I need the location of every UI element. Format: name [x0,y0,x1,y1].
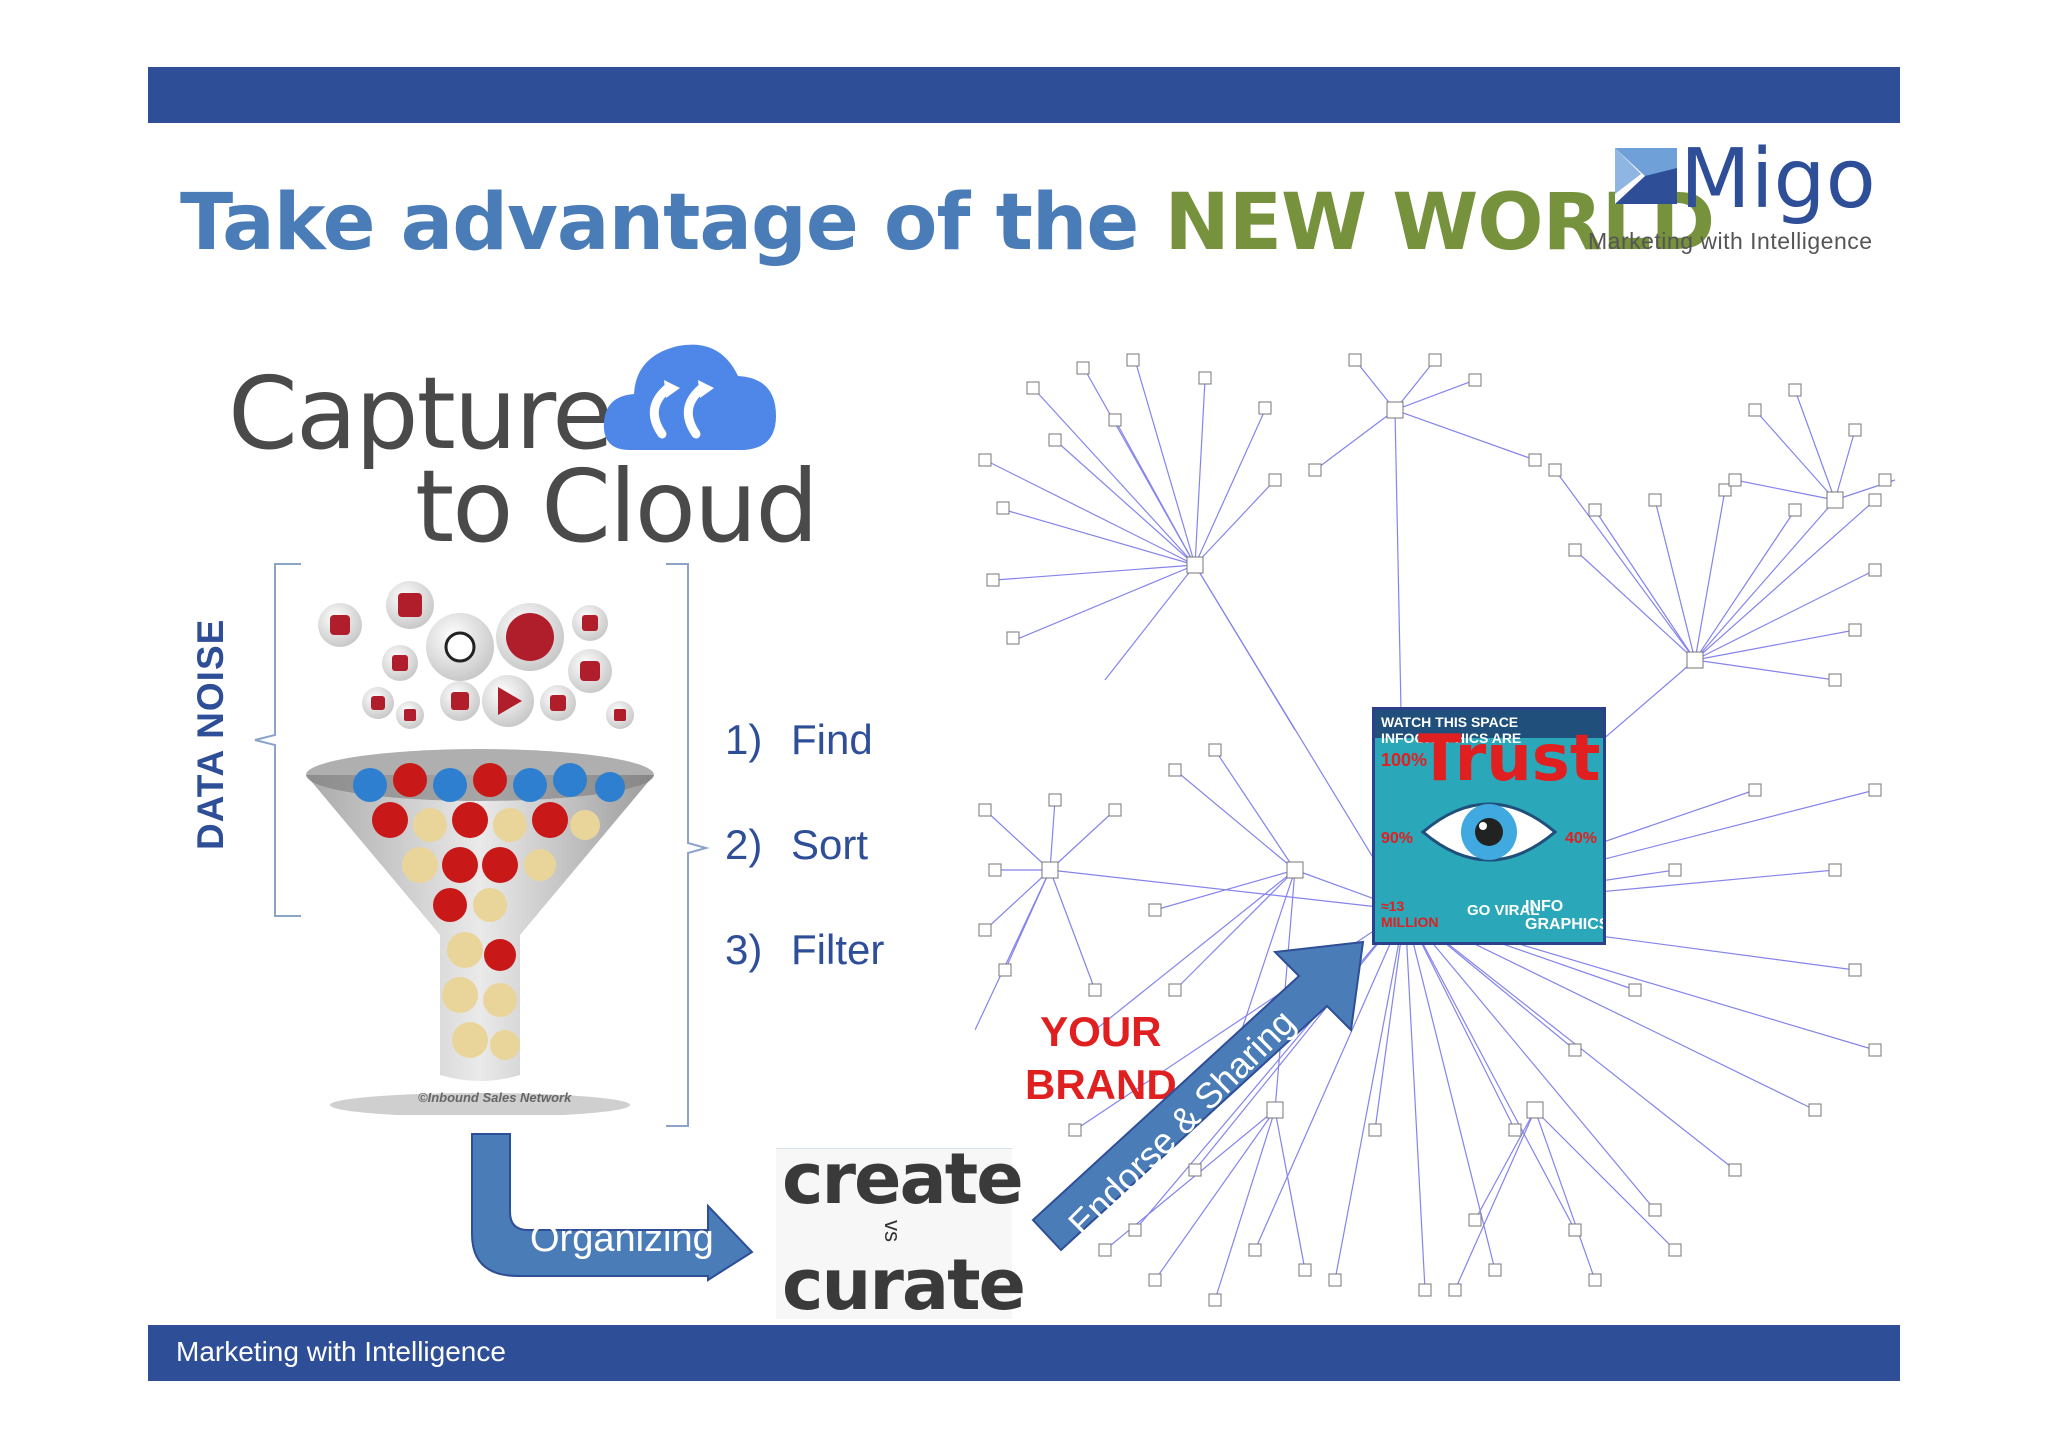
cloud-icon [603,344,776,450]
infographic-thumbnail: WATCH THIS SPACE INFOGRAPHICS ARE 100% 9… [1372,707,1606,945]
funnel-balls [353,763,625,1060]
organizing-label: Organizing [530,1218,714,1260]
trust-label: Trust [1418,722,1601,796]
infographic-headline: WATCH THIS SPACE INFOGRAPHICS ARE [1381,714,1522,746]
right-bracket [666,563,710,1127]
migo-logo-tagline: Marketing with Intelligence [1588,228,1873,254]
slide-title: Take advantage of the NEW WORLD [180,178,1715,268]
left-bracket [254,563,301,917]
your-brand-line1: YOUR [1040,1008,1162,1055]
infographic-stat-1: 100% [1381,750,1428,770]
migo-logo-icon [1615,148,1677,209]
footer-text: Marketing with Intelligence [176,1336,506,1367]
step-label: Filter [791,926,885,973]
step-number: 2) [725,821,763,868]
your-brand-label: YOUR BRAND [1025,1005,1177,1111]
endorse-sharing-arrow [1031,940,1365,1252]
step-filter: 3) Filter [725,926,884,974]
bottom-banner [148,1325,1900,1381]
title-part-1: Take advantage of the [180,178,1139,268]
step-find: 1) Find [725,716,873,764]
step-sort: 2) Sort [725,821,868,869]
social-network-graph [975,353,1896,1307]
funnel-illustration [306,581,654,1115]
network-nodes [978,353,1892,1307]
capture-logo-line2: to Cloud [415,448,819,565]
step-label: Sort [791,821,869,868]
eye-icon [1420,802,1558,862]
social-icons-bubbles [318,581,634,729]
infographic-info-graphics: INFO GRAPHICS [1525,898,1606,933]
migo-logo-text: Migo [1680,132,1876,227]
infographic-stat-3: ≈13 MILLION [1381,898,1439,930]
create-curate-box [776,1148,1012,1319]
data-noise-label: DATA NOISE [190,618,231,850]
step-label: Find [791,716,873,763]
infographic-stat-2: 90% [1381,830,1414,847]
step-number: 3) [725,926,763,973]
organizing-arrow [471,1133,754,1282]
vs-word: vs [880,1220,905,1242]
funnel-credit: ©Inbound Sales Network [418,1090,572,1105]
capture-logo-line1: Capture [228,355,614,472]
step-number: 1) [725,716,763,763]
your-brand-line2: BRAND [1025,1061,1177,1108]
infographic-go-viral: GO VIRAL [1467,902,1540,919]
top-banner [148,67,1900,123]
infographic-stat-4: 40% [1565,830,1598,847]
curate-word: curate [782,1244,1026,1326]
create-word: create [782,1138,1024,1220]
